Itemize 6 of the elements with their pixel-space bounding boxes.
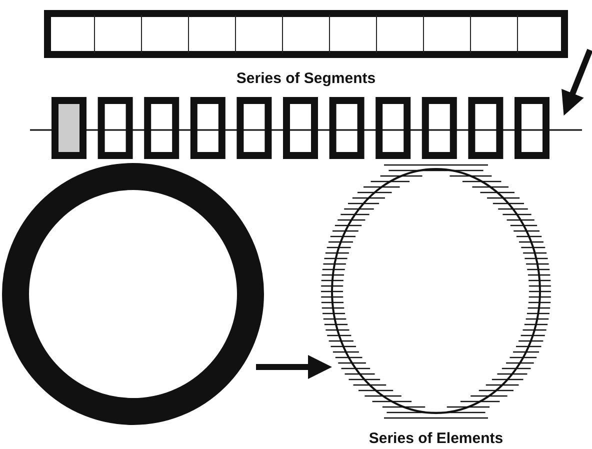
node-label: Series of Segments: [236, 70, 376, 87]
arrow: [562, 48, 592, 116]
element-row-drawing: [28, 97, 584, 159]
node-label: Series of Elements: [368, 430, 504, 447]
ring: [2, 163, 264, 425]
arrow: [256, 355, 332, 379]
